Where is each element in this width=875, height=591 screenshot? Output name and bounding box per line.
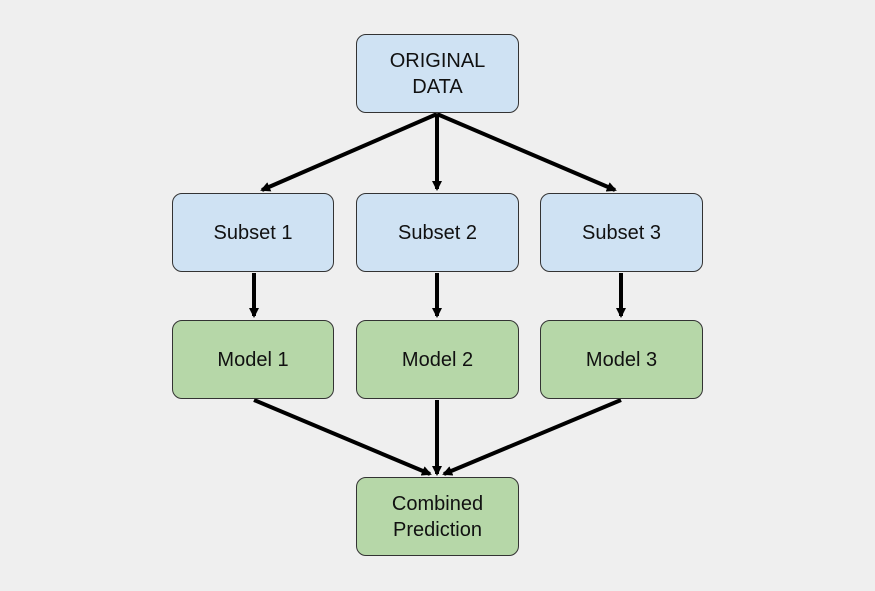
arrow-original-to-subset-3 bbox=[436, 112, 617, 192]
node-subset-3: Subset 3 bbox=[540, 193, 703, 272]
arrow-original-to-subset-1 bbox=[260, 112, 438, 192]
node-model-3: Model 3 bbox=[540, 320, 703, 399]
arrow-model-1-to-combined bbox=[253, 398, 432, 476]
node-model-2: Model 2 bbox=[356, 320, 519, 399]
node-subset-1: Subset 1 bbox=[172, 193, 334, 272]
node-model-1: Model 1 bbox=[172, 320, 334, 399]
node-original-data: ORIGINAL DATA bbox=[356, 34, 519, 113]
arrow-model-3-to-combined bbox=[442, 398, 622, 476]
node-combined-prediction: Combined Prediction bbox=[356, 477, 519, 556]
node-subset-2: Subset 2 bbox=[356, 193, 519, 272]
